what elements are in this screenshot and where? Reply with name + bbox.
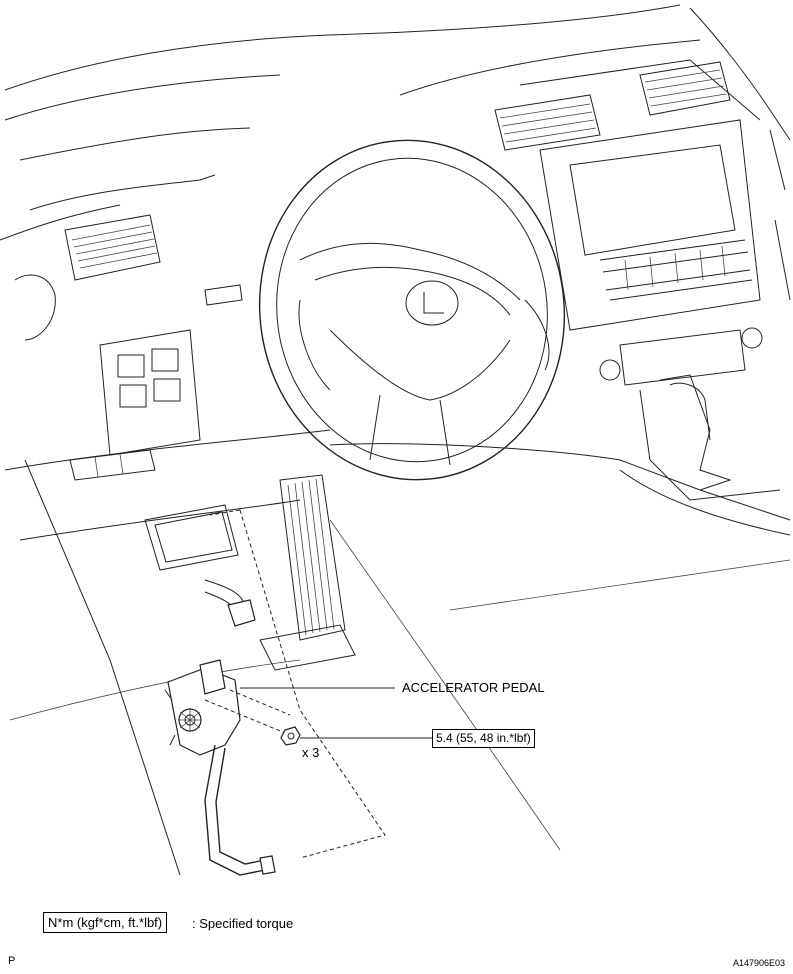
dashboard: [0, 4, 791, 876]
nut-fastener: [280, 726, 301, 746]
footer-left-mark: P: [8, 955, 16, 967]
legend-unit-box: N*m (kgf*cm, ft.*lbf): [43, 912, 168, 933]
center-console: [494, 61, 791, 501]
legend-description: : Specified torque: [192, 916, 294, 931]
torque-spec-box: 5.4 (55, 48 in.*lbf): [432, 729, 535, 748]
accelerator-pedal-assembly: [164, 659, 291, 876]
accelerator-pedal-label: ACCELERATOR PEDAL: [402, 680, 545, 695]
quantity-label: x 3: [302, 745, 320, 760]
left-air-vent: [14, 214, 161, 341]
pedal-area: [144, 474, 386, 859]
wire-harness-connector: [204, 579, 256, 627]
left-switch-panel: [69, 284, 243, 481]
figure-id: A147906E03: [732, 958, 785, 968]
steering-wheel: [258, 139, 566, 481]
